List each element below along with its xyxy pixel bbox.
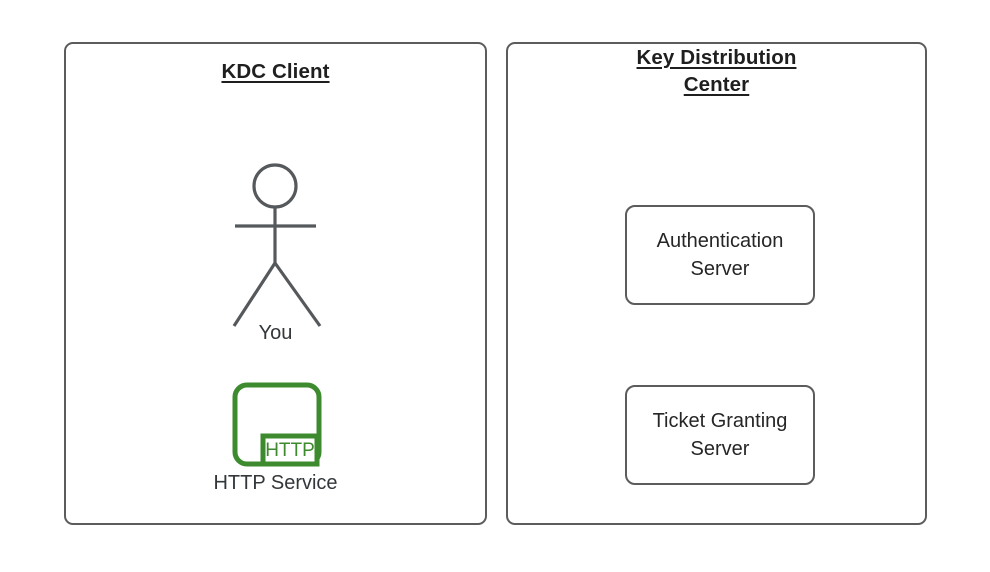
ticket-granting-server-box: Ticket Granting Server bbox=[625, 385, 815, 485]
http-badge-box bbox=[260, 433, 320, 467]
http-service-label: HTTP Service bbox=[213, 472, 338, 494]
authentication-server-label: Authentication Server bbox=[649, 227, 792, 283]
actor-you-figure bbox=[232, 163, 322, 327]
authentication-server-line2: Server bbox=[690, 258, 750, 280]
panel-kdc-client-title-text: KDC Client bbox=[221, 60, 330, 83]
panel-kdc-title-line1: Key Distribution bbox=[636, 46, 797, 69]
authentication-server-line1: Authentication bbox=[656, 230, 784, 252]
http-service-icon: HTTP bbox=[232, 382, 322, 467]
http-badge-text: HTTP bbox=[265, 440, 315, 461]
actor-head-icon bbox=[252, 163, 298, 209]
ticket-granting-server-label: Ticket Granting Server bbox=[645, 407, 796, 463]
panel-key-distribution-center-title: Key Distribution Center bbox=[506, 44, 927, 98]
panel-kdc-title-line2: Center bbox=[683, 73, 750, 96]
actor-right-leg-line bbox=[273, 262, 322, 327]
ticket-granting-server-line2: Server bbox=[690, 438, 750, 460]
actor-left-leg-line bbox=[232, 262, 277, 327]
authentication-server-box: Authentication Server bbox=[625, 205, 815, 305]
actor-you-label: You bbox=[258, 322, 293, 344]
panel-kdc-client-title: KDC Client bbox=[64, 58, 487, 85]
ticket-granting-server-line1: Ticket Granting bbox=[652, 410, 788, 432]
